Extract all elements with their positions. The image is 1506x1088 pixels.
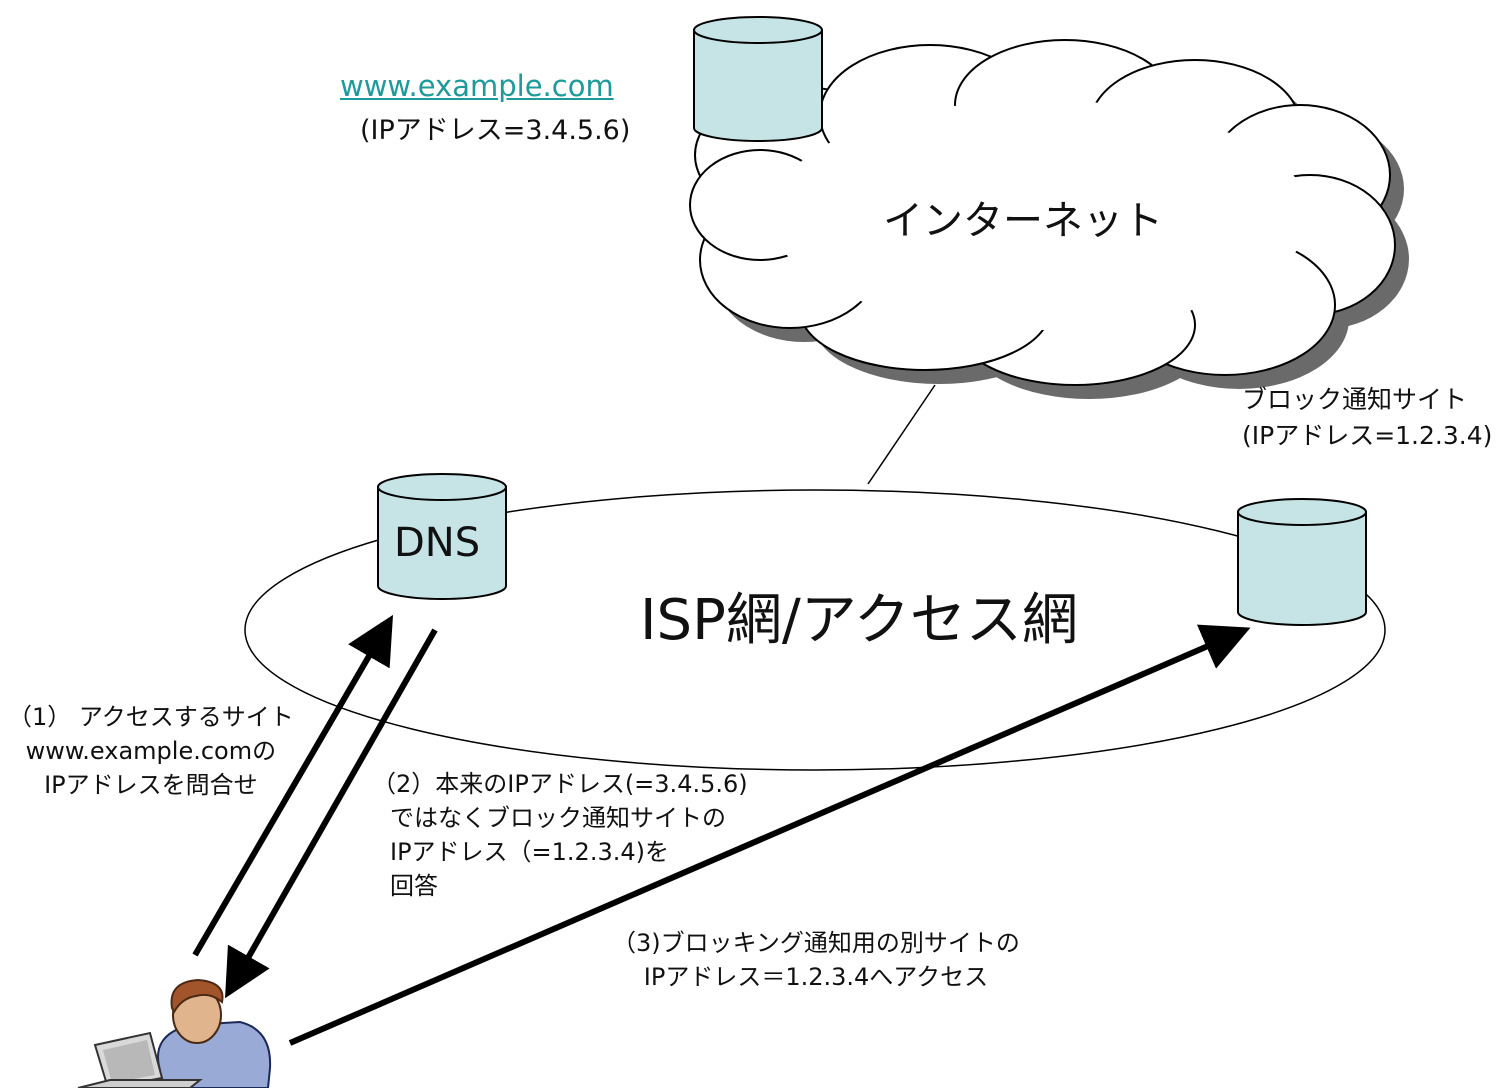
query-arrow	[192, 614, 394, 957]
isp-internet-link	[867, 384, 936, 485]
dns-label: DNS	[394, 520, 481, 566]
step2-answer-label: （2）本来のIPアドレス(=3.4.5.6) ではなくブロック通知サイトの IP…	[372, 767, 748, 903]
step2-line-2: ではなくブロック通知サイトの	[390, 804, 726, 832]
step2-line-4: 回答	[390, 872, 438, 900]
internet-cloud-icon	[689, 39, 1409, 399]
step3-line-1: （3)ブロッキング通知用の別サイトの	[612, 929, 1020, 957]
user-at-laptop-icon	[77, 978, 272, 1088]
web-server-host-link[interactable]: www.example.com	[340, 69, 614, 103]
block-site-name-label: ブロック通知サイト	[1242, 385, 1468, 414]
step2-line-1: （2）本来のIPアドレス(=3.4.5.6)	[372, 770, 748, 798]
isp-network-ellipse	[244, 489, 1386, 771]
access-arrow	[288, 624, 1251, 1046]
answer-arrow	[225, 628, 438, 999]
dns-server-cylinder-icon	[377, 473, 507, 600]
web-server-ip-label: (IPアドレス=3.4.5.6)	[360, 115, 631, 146]
step2-line-3: IPアドレス（=1.2.3.4)を	[390, 838, 669, 866]
block-site-ip-label: (IPアドレス=1.2.3.4)	[1242, 421, 1493, 450]
step1-line-1: （1） アクセスするサイト	[8, 703, 294, 731]
step3-access-label: （3)ブロッキング通知用の別サイトの IPアドレス＝1.2.3.4へアクセス	[612, 926, 1020, 994]
isp-network-label: ISP網/アクセス網	[640, 588, 1078, 653]
web-server-cylinder-icon	[693, 16, 823, 142]
step1-query-label: （1） アクセスするサイト www.example.comの IPアドレスを問合…	[8, 700, 294, 802]
step1-line-3: IPアドレスを問合せ	[44, 771, 258, 799]
block-site-cylinder-icon	[1237, 498, 1367, 626]
step3-line-2: IPアドレス＝1.2.3.4へアクセス	[643, 963, 989, 991]
step1-line-2: www.example.comの	[25, 737, 277, 765]
internet-label: インターネット	[883, 198, 1163, 244]
